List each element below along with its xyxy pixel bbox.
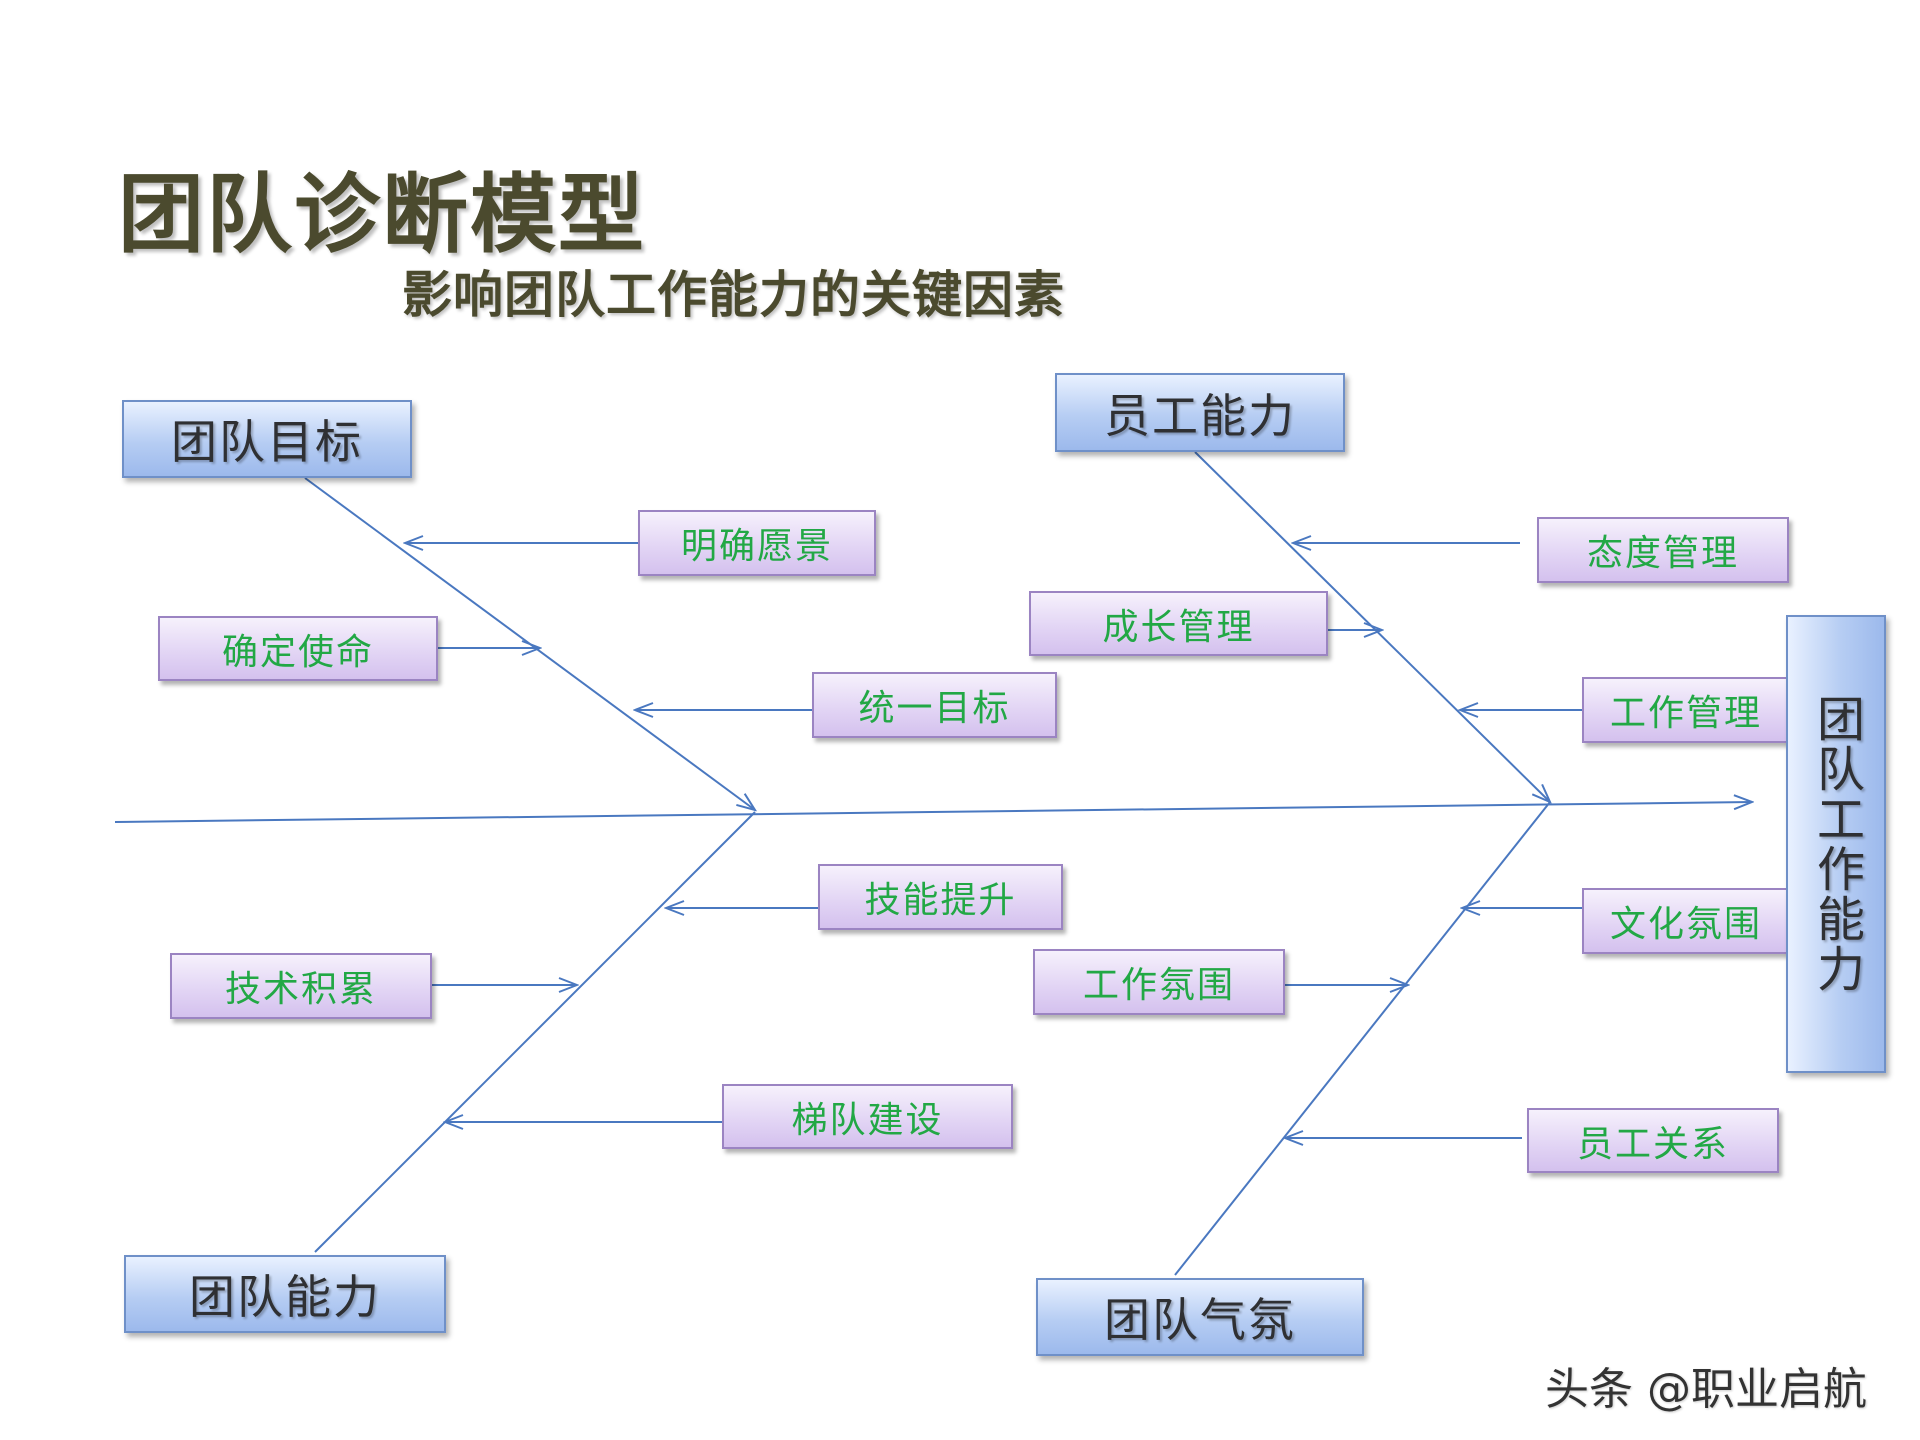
factor-unify-goals: 统一目标 — [812, 672, 1057, 738]
factor-culture-atmos: 文化氛围 — [1582, 888, 1790, 954]
spine-arrow — [114, 802, 1752, 823]
category-team-goal: 团队目标 — [122, 400, 412, 478]
factor-tech-accum: 技术积累 — [170, 953, 432, 1019]
factor-skill-upgrade: 技能提升 — [818, 864, 1063, 930]
factor-growth-mgmt: 成长管理 — [1029, 591, 1328, 656]
factor-work-atmos: 工作氛围 — [1033, 949, 1285, 1015]
goal-label: 团队工作能力 — [1808, 694, 1864, 994]
factor-attitude-mgmt: 态度管理 — [1537, 517, 1789, 583]
factor-define-mission: 确定使命 — [158, 616, 438, 681]
factor-clear-vision: 明确愿景 — [638, 510, 876, 576]
category-team-ability: 团队能力 — [124, 1255, 446, 1333]
factor-work-mgmt: 工作管理 — [1582, 677, 1790, 743]
watermark: 头条 @职业启航 — [1545, 1364, 1867, 1415]
goal-box-team-work-ability: 团队工作能力 — [1786, 615, 1886, 1073]
page-title: 团队诊断模型 — [118, 165, 646, 265]
category-team-atmosphere: 团队气氛 — [1036, 1278, 1364, 1356]
page-subtitle: 影响团队工作能力的关键因素 — [402, 266, 1065, 324]
factor-staff-relations: 员工关系 — [1527, 1108, 1779, 1173]
factor-echelon-building: 梯队建设 — [722, 1084, 1013, 1149]
bone-team-ability — [314, 811, 756, 1253]
category-employee-ability: 员工能力 — [1055, 373, 1345, 452]
bone-team-atmosphere — [1174, 801, 1551, 1276]
